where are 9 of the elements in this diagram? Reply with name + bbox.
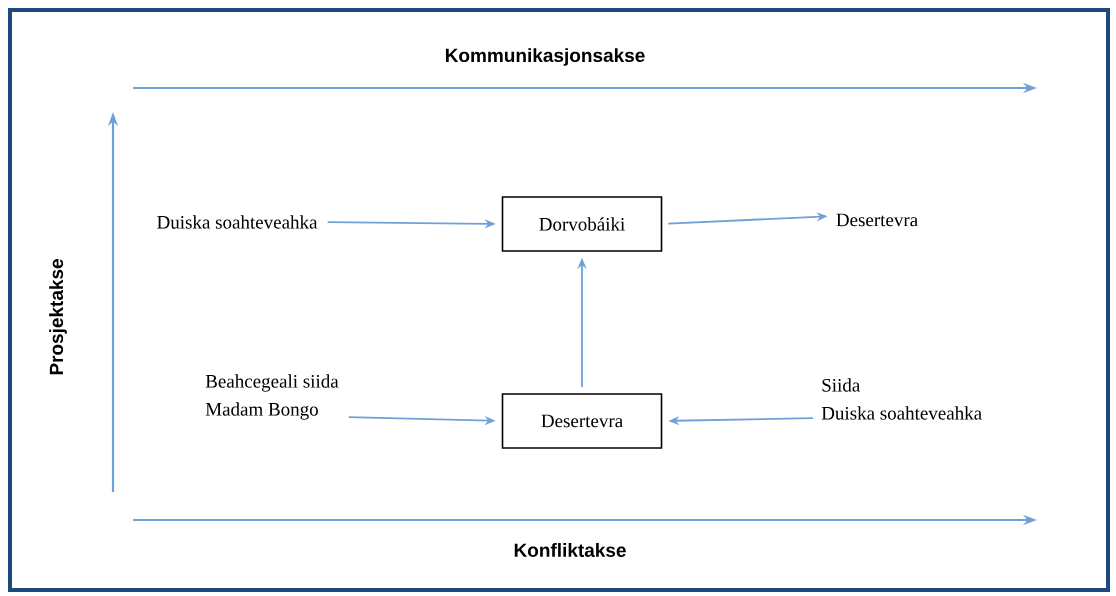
text-label: Siida Duiska soahteveahka xyxy=(821,378,982,420)
axis-label: Konfliktakse xyxy=(514,543,626,557)
text-label: Beahcegeali siida Madam Bongo xyxy=(205,374,339,420)
text-label: Duiska soahteveahka xyxy=(157,215,318,229)
text-label: Desertevra xyxy=(836,213,918,227)
process-box: Desertevra xyxy=(501,393,663,449)
axis-label: Prosjektakse xyxy=(49,259,67,375)
process-box: Dorvobáiki xyxy=(501,196,663,252)
axis-label: Kommunikasjonsakse xyxy=(445,48,645,66)
